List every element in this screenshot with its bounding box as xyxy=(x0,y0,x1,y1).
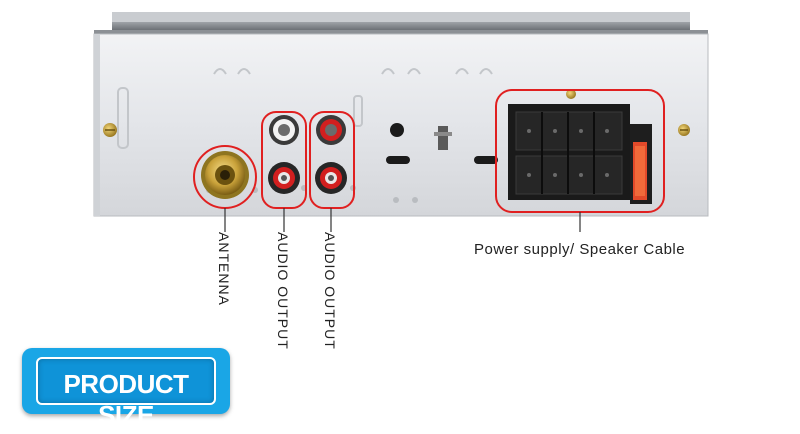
rca-jack-group-2 xyxy=(309,111,355,209)
vent-slots xyxy=(117,68,493,149)
antenna-socket xyxy=(201,151,249,199)
iso-connector xyxy=(508,104,652,204)
screw-right xyxy=(678,124,690,136)
product-size-text: PRODUCT SIZE xyxy=(63,369,189,430)
product-size-banner: PRODUCT SIZE xyxy=(22,348,230,430)
audio-output-label-2: AUDIO OUTPUT xyxy=(322,232,338,350)
screw-top-connector xyxy=(566,89,576,99)
antenna-label: ANTENNA xyxy=(216,232,232,306)
screw-left xyxy=(103,123,117,137)
product-size-banner-inner: PRODUCT SIZE xyxy=(36,357,216,430)
panel-holes xyxy=(386,123,498,164)
power-supply-label: Power supply/ Speaker Cable xyxy=(474,241,686,258)
top-bezel xyxy=(94,12,708,34)
leader-lines xyxy=(224,208,581,232)
rca-jack-group-1 xyxy=(261,111,307,209)
audio-output-label-1: AUDIO OUTPUT xyxy=(275,232,291,350)
